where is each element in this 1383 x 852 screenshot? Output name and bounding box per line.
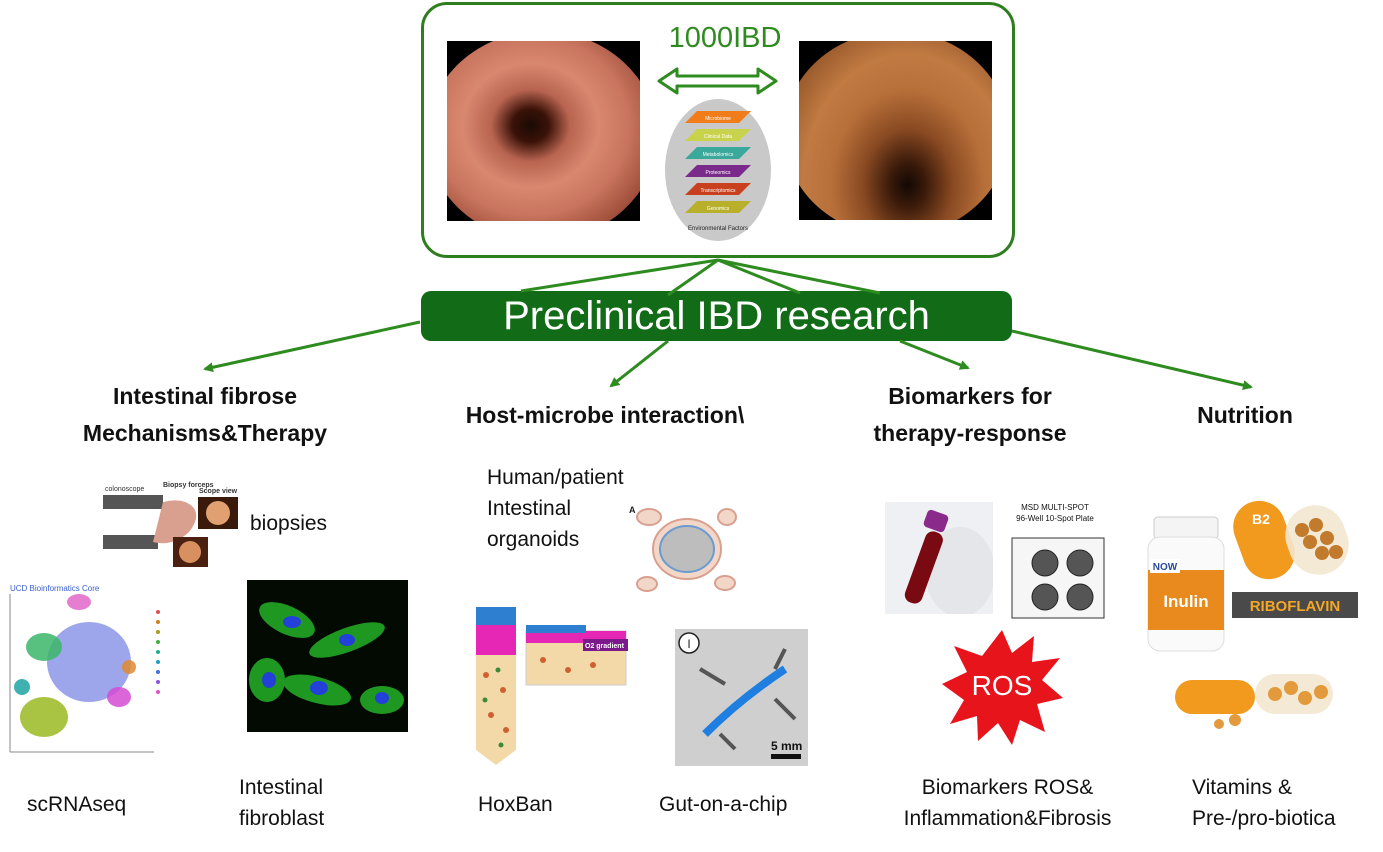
banner-preclinical-research: Preclinical IBD research: [421, 291, 1012, 341]
label-organoids: Human/patient Intestinal organoids: [487, 462, 624, 555]
label-organoids-line3: organoids: [487, 528, 580, 551]
jar-brand: NOW: [1153, 562, 1178, 573]
omics-layer-label: Microbiome: [705, 116, 731, 122]
label-organoids-line2: Intestinal: [487, 497, 572, 520]
tsne-plot: UCD Bioinformatics Core: [4, 582, 164, 762]
tsne-header: UCD Bioinformatics Core: [10, 584, 100, 593]
omics-layer: [685, 147, 751, 159]
figure-label-biopsy-forceps: Biopsy forceps: [163, 482, 214, 489]
heading-biomarkers-line1: Biomarkers for: [888, 383, 1052, 409]
heading-fibrose-line2: Mechanisms&Therapy: [82, 420, 328, 446]
double-arrow-icon: [657, 67, 778, 95]
inulin-jar: NOW Inulin: [1147, 516, 1225, 652]
chip-panel-letter: I: [687, 637, 690, 651]
heading-fibrose-line1: Intestinal fibrose: [112, 383, 298, 409]
heading-host-microbe: Host-microbe interaction\: [465, 402, 745, 428]
scale-bar-label: 5 mm: [771, 739, 802, 753]
omics-layer: [685, 129, 751, 141]
vitamin-c-capsule: [1175, 674, 1333, 729]
cohort-title: 1000IBD: [668, 22, 782, 54]
figure-label-colonoscope: colonoscope: [105, 486, 144, 493]
o2-gradient-label: O2 gradient: [585, 643, 625, 650]
label-nutrition-line1: Vitamins &: [1192, 776, 1292, 799]
fibroblast-microscopy: [247, 580, 408, 732]
label-fibroblast-line1: Intestinal: [239, 776, 324, 799]
blood-tube-photo: [885, 502, 993, 614]
heading-fibrose: Intestinal fibrose Mechanisms&Therapy: [40, 378, 370, 452]
riboflavin-capsule: B2 RIBOFLAVIN: [1232, 490, 1358, 618]
label-biomarkers-line1: Biomarkers ROS&: [921, 776, 1094, 799]
label-hoxban: HoxBan: [478, 793, 553, 816]
gut-chip-photo: I 5 mm: [675, 629, 808, 766]
ros-starburst: ROS: [942, 630, 1063, 745]
omics-layer-label: Transcriptomics: [700, 188, 736, 194]
omics-layer-label: Metabolomics: [703, 152, 734, 158]
omics-layer: [685, 165, 751, 177]
label-biopsies: biopsies: [250, 512, 328, 535]
label-nutrition-caption: Vitamins & Pre-/pro-biotica: [1192, 772, 1336, 834]
figure-label-scope-view: Scope view: [199, 488, 238, 495]
endoscopy-healthy-image: [447, 41, 640, 221]
label-biomarkers-caption: Biomarkers ROS& Inflammation&Fibrosis: [880, 772, 1135, 834]
label-intestinal-fibroblast: Intestinal fibroblast: [239, 772, 324, 834]
omics-layer: [685, 111, 751, 123]
heading-biomarkers-line2: therapy-response: [873, 420, 1067, 446]
omics-layer-label: Genomics: [707, 206, 730, 212]
omics-layer-label: Clinical Data: [704, 134, 732, 140]
b2-label: B2: [1252, 511, 1270, 527]
label-organoids-line1: Human/patient: [487, 466, 624, 489]
biopsy-illustration: colonoscope Biopsy forceps Scope view: [93, 477, 240, 574]
omics-layer-label: Proteomics: [705, 170, 731, 176]
label-biomarkers-line2: Inflammation&Fibrosis: [903, 807, 1112, 830]
label-nutrition-line2: Pre-/pro-biotica: [1192, 807, 1336, 830]
riboflavin-label: RIBOFLAVIN: [1250, 598, 1341, 615]
organoid-illustration: A: [629, 505, 737, 592]
hoxban-illustration: O2 gradient: [476, 607, 628, 765]
msd-plate-illustration: MSD MULTI-SPOT 96-Well 10-Spot Plate: [1000, 500, 1110, 620]
plate-title-line1: MSD MULTI-SPOT: [1021, 503, 1089, 512]
label-fibroblast-line2: fibroblast: [239, 807, 325, 830]
endoscopy-inflamed-image: [799, 41, 992, 220]
label-gut-on-a-chip: Gut-on-a-chip: [659, 793, 788, 816]
label-scrnaseq: scRNAseq: [27, 793, 127, 816]
omics-layer: [685, 183, 751, 195]
ros-label: ROS: [972, 670, 1033, 701]
heading-nutrition: Nutrition: [1197, 402, 1293, 428]
ellipse-footer: Environmental Factors: [688, 226, 748, 232]
jar-product: Inulin: [1163, 592, 1208, 611]
plate-title-line2: 96-Well 10-Spot Plate: [1016, 514, 1094, 523]
omics-layer: [685, 201, 751, 213]
heading-biomarkers: Biomarkers for therapy-response: [835, 378, 1105, 452]
organoid-panel-letter: A: [629, 505, 636, 515]
